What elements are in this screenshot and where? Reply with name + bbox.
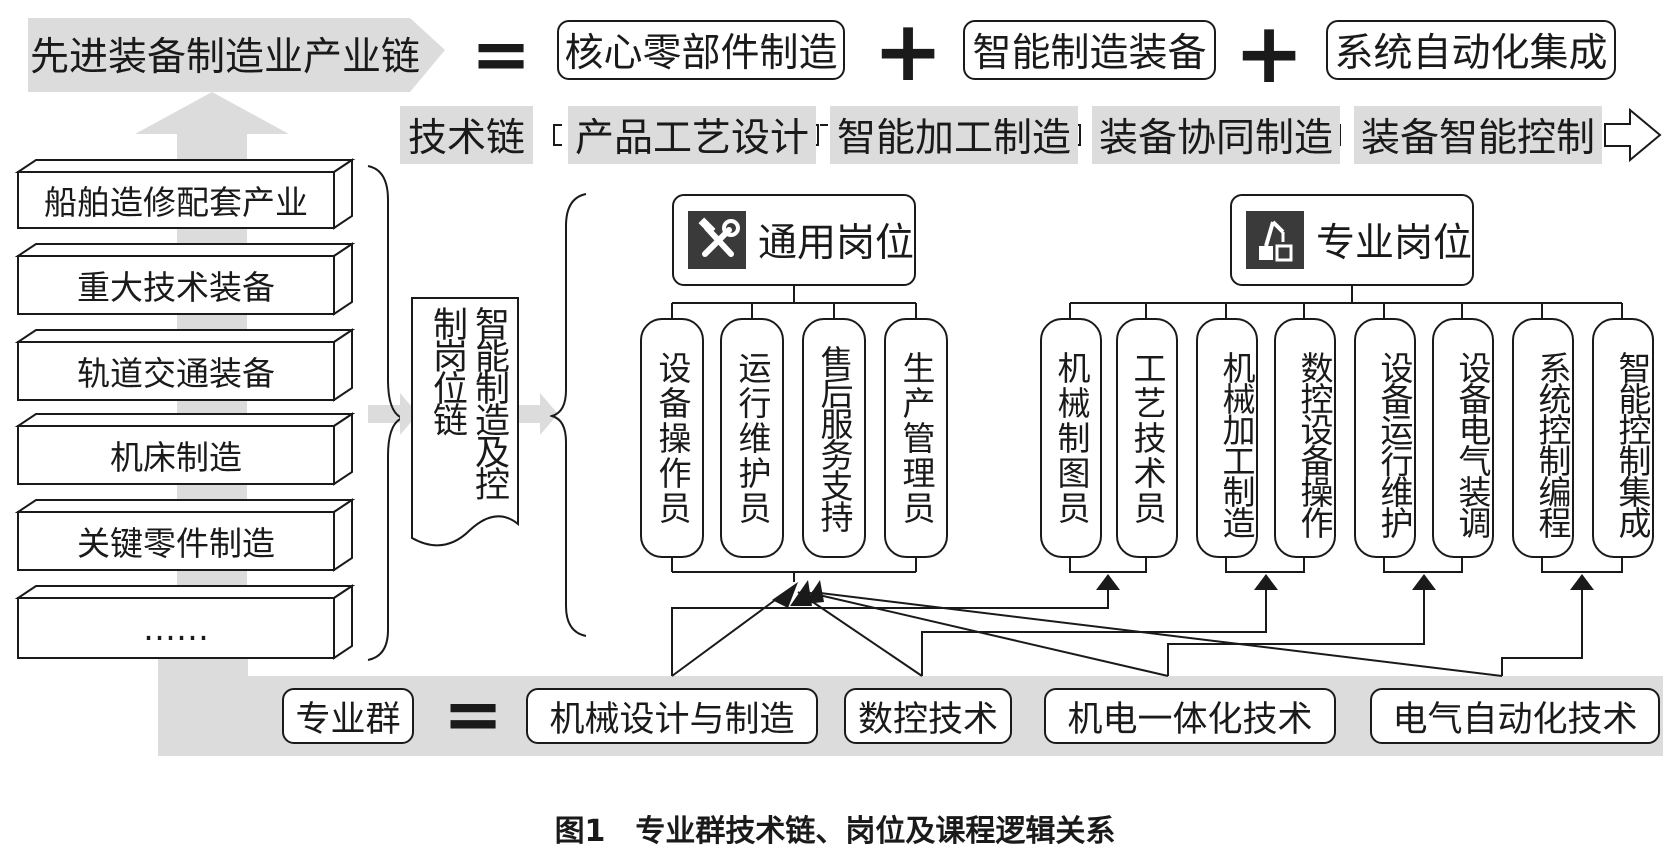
figure-caption: 图1 专业群技术链、岗位及课程逻辑关系 <box>554 814 1116 849</box>
job-chain-shape <box>411 297 519 547</box>
general-job-item: 设备操作员 <box>640 318 704 558</box>
tech-step-1: 产品工艺设计 <box>568 106 816 164</box>
equals-sign-top: = <box>470 12 532 96</box>
job-chain-label: 智能制造及控制岗位链 <box>427 306 509 498</box>
industry-item: 船舶造修配套产业 <box>44 183 308 222</box>
robot-arm-icon <box>1246 211 1304 269</box>
major-item: 数控技术 <box>844 688 1012 744</box>
industry-chain-label: 先进装备制造业产业链 <box>30 35 421 80</box>
industry-item: 重大技术装备 <box>77 268 275 307</box>
major-item: 机械设计与制造 <box>526 688 818 744</box>
special-jobs-title: 专业岗位 <box>1315 221 1472 266</box>
industry-item: 关键零件制造 <box>77 524 275 563</box>
major-group-label: 专业群 <box>282 688 414 744</box>
plus-sign-2: + <box>1233 4 1305 102</box>
general-jobs-title: 通用岗位 <box>757 221 914 266</box>
tech-chain-end-arrow <box>1604 107 1662 163</box>
tools-icon <box>688 211 746 269</box>
tech-chain-label: 技术链 <box>400 106 533 164</box>
major-item: 电气自动化技术 <box>1370 688 1660 744</box>
industry-item: 机床制造 <box>110 438 242 477</box>
special-job-item: 工艺技术员 <box>1116 318 1178 558</box>
general-job-item: 运行维护员 <box>720 318 784 558</box>
special-job-item: 机械加工制造 <box>1196 318 1258 558</box>
industry-item: 轨道交通装备 <box>77 354 275 393</box>
equals-sign-bottom: = <box>442 672 504 756</box>
special-job-item: 设备运行维护 <box>1354 318 1416 558</box>
special-job-item: 智能控制集成 <box>1592 318 1654 558</box>
major-item: 机电一体化技术 <box>1044 688 1336 744</box>
tech-step-4: 装备智能控制 <box>1354 106 1602 164</box>
special-job-item: 数控设备操作 <box>1274 318 1336 558</box>
general-jobs-header: 通用岗位 <box>672 194 916 286</box>
industry-brace <box>367 165 400 661</box>
industry-box-shapes <box>14 158 400 661</box>
industry-item-ellipsis: …… <box>143 608 209 648</box>
core-parts-box: 核心零部件制造 <box>557 20 845 80</box>
smart-equipment-box: 智能制造装备 <box>963 20 1216 80</box>
special-job-item: 设备电气装调 <box>1432 318 1494 558</box>
special-job-item: 系统控制编程 <box>1512 318 1574 558</box>
jobs-brace <box>550 193 587 637</box>
plus-sign-1: + <box>872 2 944 100</box>
general-job-item: 售后服务支持 <box>802 318 866 558</box>
special-jobs-header: 专业岗位 <box>1230 194 1474 286</box>
general-job-item: 生产管理员 <box>884 318 948 558</box>
tech-step-2: 智能加工制造 <box>830 106 1078 164</box>
industry-chain-banner <box>28 18 445 92</box>
system-integration-box: 系统自动化集成 <box>1326 20 1616 80</box>
special-job-item: 机械制图员 <box>1040 318 1102 558</box>
tech-step-3: 装备协同制造 <box>1092 106 1340 164</box>
